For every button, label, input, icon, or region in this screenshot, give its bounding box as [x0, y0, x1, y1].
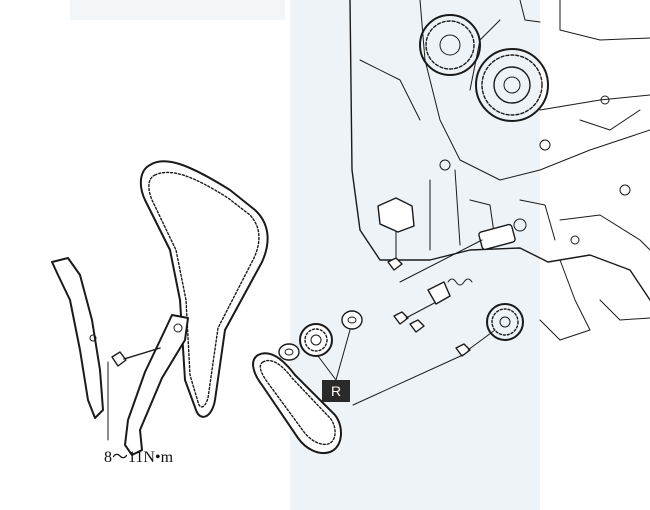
chain-tensioner-arm [124, 314, 189, 456]
washer-large [278, 343, 300, 361]
idler-gear [299, 323, 333, 357]
torque-spec-label: 8～11N•m [104, 449, 174, 466]
idler-shaft [399, 223, 516, 283]
washer-small [341, 310, 363, 330]
watermark-band-left [70, 0, 285, 20]
camshaft-sprocket-left [419, 14, 481, 76]
part-marker-badge: R [322, 380, 350, 402]
camshaft-sprocket-right [475, 48, 549, 122]
timing-chain-small [252, 352, 342, 454]
crank-sprocket [486, 303, 524, 341]
bolts [352, 257, 496, 406]
chain-tensioner [377, 197, 415, 263]
timing-chain-main [139, 160, 269, 418]
chain-guide-left [51, 257, 104, 419]
tensioner-spring [447, 278, 473, 286]
tensioner-bolt [107, 347, 161, 441]
